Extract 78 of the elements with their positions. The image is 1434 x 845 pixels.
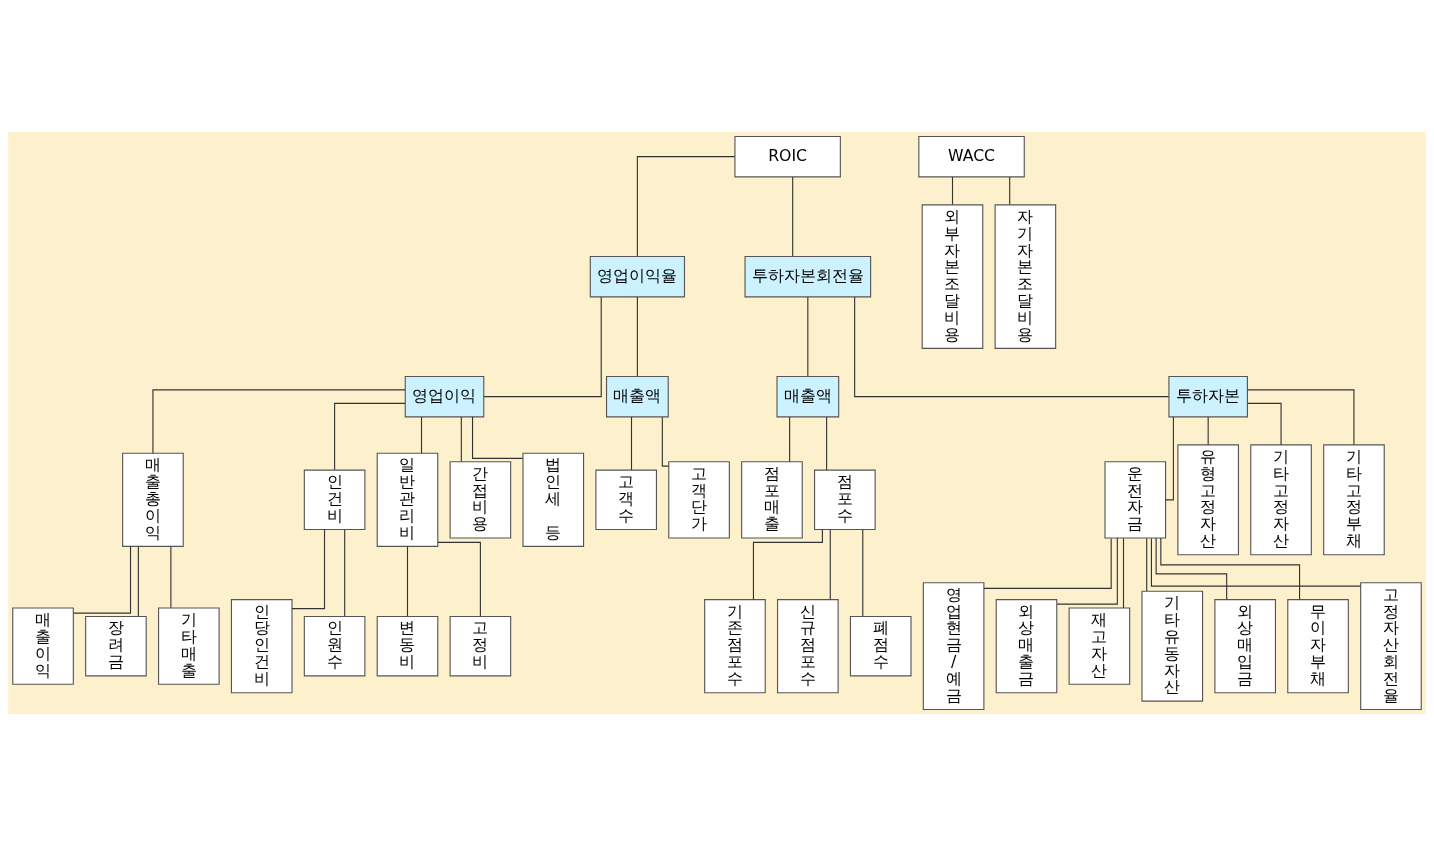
connector — [983, 537, 1112, 589]
connector — [152, 388, 406, 454]
connector — [334, 402, 406, 470]
node-box: 고정자산회전율 — [1360, 581, 1422, 710]
connector — [752, 528, 823, 600]
connector — [829, 528, 831, 600]
connector — [807, 295, 809, 377]
node-box: WACC — [918, 135, 1025, 177]
connector — [170, 545, 172, 608]
node-box: 일반관리비 — [376, 452, 439, 547]
node-box: 인원수 — [303, 615, 366, 676]
node-box: 변동비 — [376, 615, 439, 676]
connector — [951, 175, 954, 205]
connector — [483, 295, 602, 397]
connector — [1146, 537, 1148, 591]
node-box: 기타유동자산 — [1141, 590, 1204, 702]
node-box: 폐점수 — [849, 615, 912, 676]
node-box: 외상매입금 — [1214, 598, 1276, 693]
node-box: 장려금 — [85, 615, 147, 676]
connector — [792, 175, 794, 257]
connector — [1160, 536, 1301, 600]
node-box: 무이자부채 — [1287, 598, 1349, 693]
node-box: 외부자본조달비용 — [921, 203, 984, 349]
node-box: 유형고정자산 — [1177, 443, 1239, 555]
connector — [854, 295, 1170, 397]
node-box: 기타고정부채 — [1323, 443, 1385, 555]
node-box: 점포수 — [814, 469, 876, 530]
node-box: 신규점포수 — [777, 598, 839, 693]
node-box: 자기자본조달비용 — [994, 203, 1057, 349]
connector — [1247, 388, 1355, 445]
node-box: 고객단가 — [668, 460, 730, 538]
node-box: 기타고정자산 — [1250, 443, 1312, 555]
connector — [1247, 402, 1282, 445]
node-box: 매출액 — [776, 375, 840, 417]
node-box: 매출총이익 — [122, 452, 184, 547]
connector — [137, 545, 139, 617]
node-box: 기존점포수 — [704, 598, 766, 693]
connector — [630, 415, 633, 471]
node-box: 투하자본회전율 — [744, 255, 872, 297]
node-box: 고객수 — [595, 469, 657, 530]
node-box: 점포매출 — [741, 460, 803, 538]
connector — [472, 415, 524, 459]
node-box: 인건비 — [303, 469, 366, 530]
node-box: 법인세 등 — [522, 452, 585, 547]
node-box: 매출이익 — [12, 606, 74, 685]
connector — [789, 415, 791, 462]
connector — [420, 415, 423, 454]
connector — [636, 155, 736, 257]
node-box: 기타매출 — [158, 606, 220, 685]
node-box: 매출액 — [606, 375, 669, 417]
connector — [1207, 415, 1209, 445]
node-box: 인당인건비 — [230, 598, 293, 693]
node-box: 외상매출금 — [995, 598, 1058, 693]
connector — [1165, 415, 1174, 500]
node-box: 운전자금 — [1104, 460, 1167, 538]
node-box: 고정비 — [449, 615, 512, 676]
connector — [437, 541, 481, 617]
node-box: 재고자산 — [1068, 606, 1131, 685]
connector — [862, 528, 864, 617]
connector — [1056, 537, 1118, 605]
node-box: 간접비용 — [449, 460, 512, 538]
connector — [291, 528, 326, 609]
connector — [1155, 537, 1228, 600]
connector — [661, 416, 670, 467]
connector — [1150, 537, 1362, 587]
connector — [460, 415, 462, 462]
connector — [73, 545, 132, 614]
node-box: 영업이익 — [404, 375, 485, 417]
connector — [1122, 537, 1125, 608]
connector — [406, 545, 409, 617]
node-box: ROIC — [734, 135, 841, 177]
node-box: 영업이익율 — [589, 255, 686, 297]
connector — [636, 295, 638, 377]
node-box: 투하자본 — [1168, 375, 1248, 417]
connector — [344, 528, 346, 617]
node-box: 영업현금/예금 — [922, 581, 985, 710]
connector — [826, 415, 828, 471]
connector — [1009, 175, 1011, 205]
